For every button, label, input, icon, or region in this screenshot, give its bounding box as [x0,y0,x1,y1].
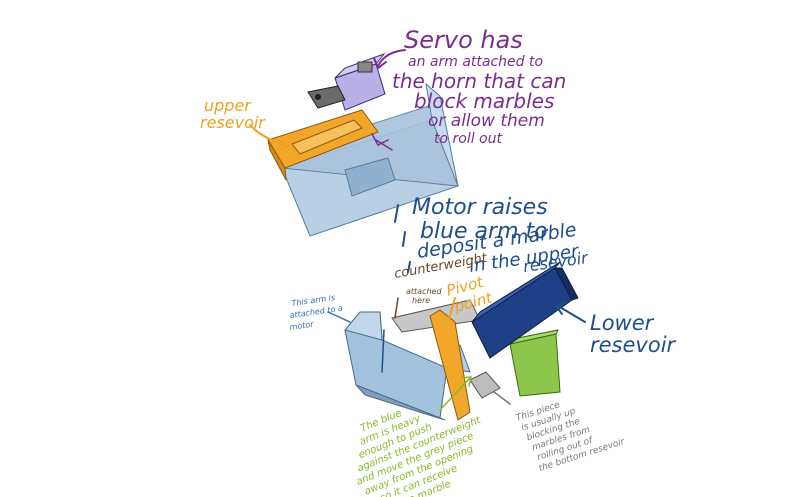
lower-reservoir-arrow [557,305,586,323]
upper-reservoir-arrow [249,124,286,146]
leader-lines [249,49,586,411]
green-block [509,333,561,397]
servo-line-1: Servo has [404,26,523,54]
lower-line-2: resevoir [590,333,677,357]
counterweight-arrow [394,297,399,319]
servo-arrow [377,49,406,67]
lower-reservoir-note: Lower resevoir [590,311,677,357]
servo-line-2: an arm attached to [408,54,543,70]
lower-line-1: Lower [590,311,655,335]
blocking-piece-note: This piece is usually up blocking the ma… [515,400,627,474]
servo-line-5: or allow them [428,111,545,131]
motor-line-1: Motor raises [412,195,548,220]
pivot-arrow [447,297,456,323]
servo-line-6: to roll out [434,131,502,147]
arm-motor-note: This arm is attached to a motor [289,293,343,332]
blue-arm-mark [381,329,385,373]
servo-line-3: the horn that can [392,69,566,93]
blocking-piece-arrow [493,391,511,405]
blue-arm-arrow [439,377,471,411]
arm-motor-line-3: motor [289,320,315,332]
upper-assembly [267,52,459,237]
arm-motor-arrow [327,311,351,323]
upper-reservoir-note: upper resevoir [200,96,266,132]
upper-line-1: upper [204,96,252,115]
upper-line-2: resevoir [200,113,266,132]
servo-line-4: block marbles [414,89,554,113]
servo-text-arrow [371,133,393,151]
pivot-piece [429,309,471,421]
blue-arm-note: The blue arm is heavy enough to push aga… [355,408,483,497]
motor-marks [394,204,411,273]
servo-note: Servo has an arm attached to the horn th… [392,26,566,147]
counterweight-line-3: here [412,296,430,305]
blocking-piece [469,371,501,399]
lower-assembly [344,261,579,421]
servo [307,52,386,111]
counterweight-line-2: attached [406,287,442,296]
motor-note: Motor raises blue arm to deposit a marbl… [412,195,590,277]
motor-line-2: blue arm to [420,219,548,244]
